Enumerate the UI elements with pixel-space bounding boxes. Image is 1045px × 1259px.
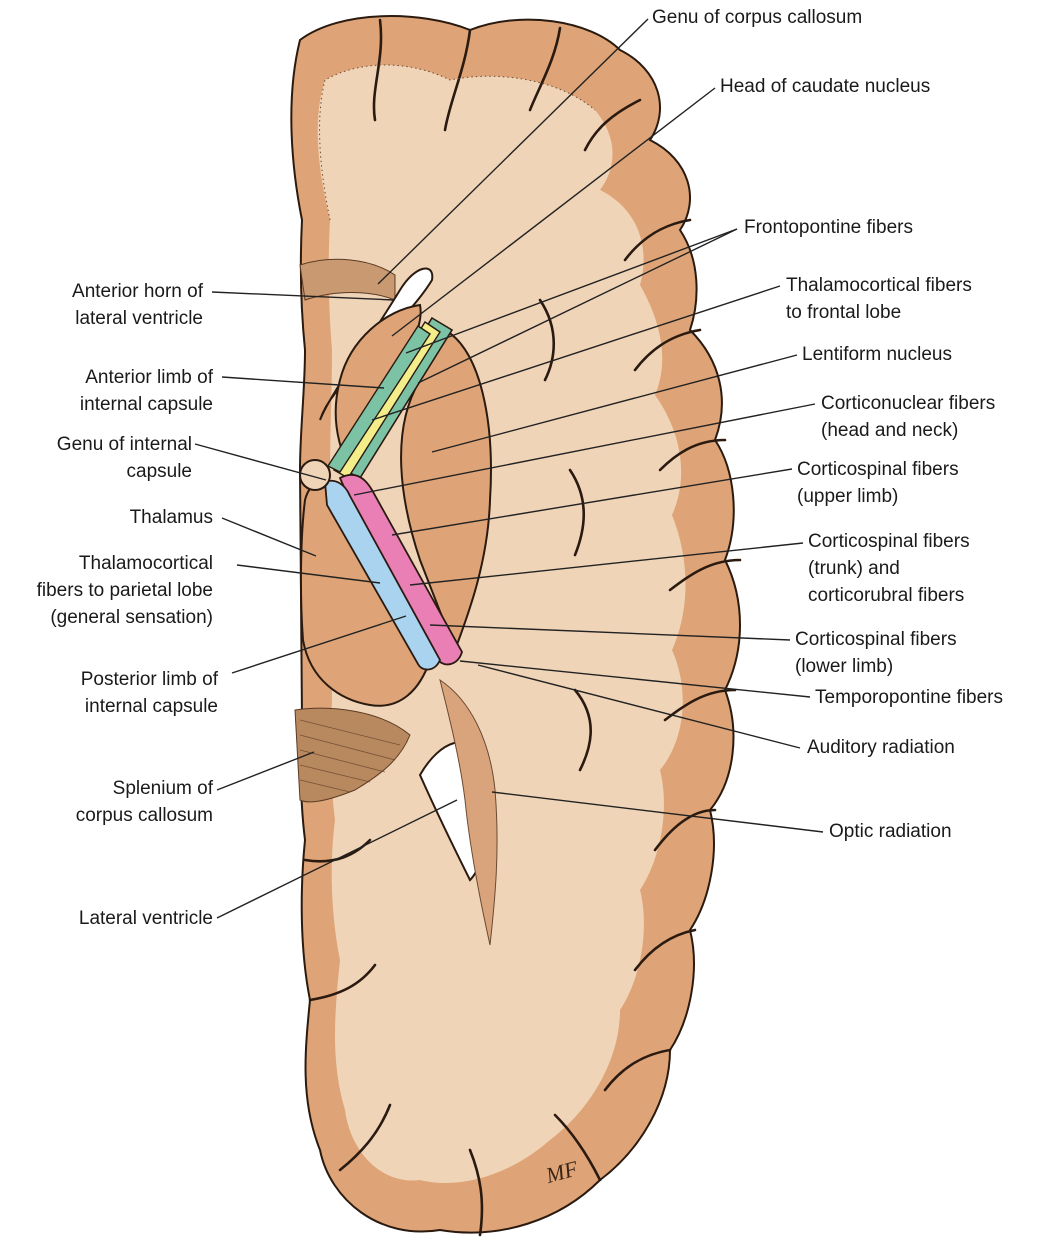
optic-radiation-shape bbox=[439, 678, 498, 946]
label-head-caudate: Head of caudate nucleus bbox=[720, 76, 931, 97]
label-frontopontine: Frontopontine fibers bbox=[744, 217, 913, 238]
label-corticonuclear: Corticonuclear fibers (head and neck) bbox=[821, 393, 996, 441]
label-anterior-horn: Anterior horn of lateral ventricle bbox=[72, 281, 203, 329]
label-posterior-limb: Posterior limb of internal capsule bbox=[80, 669, 218, 717]
splenium-shape bbox=[294, 707, 411, 803]
label-temporopontine: Temporopontine fibers bbox=[815, 687, 1003, 708]
label-genu-internal-capsule: Genu of internal capsule bbox=[56, 434, 192, 482]
genu-corpus-callosum-shape bbox=[299, 258, 396, 301]
thalamocortical-blue-band bbox=[324, 479, 441, 671]
label-thalamus: Thalamus bbox=[129, 507, 213, 528]
splenium-hatching bbox=[299, 719, 401, 793]
label-corticospinal-upper: Corticospinal fibers (upper limb) bbox=[797, 459, 959, 507]
label-corticospinal-trunk: Corticospinal fibers (trunk) and cortico… bbox=[808, 531, 970, 606]
corticospinal-pink-band bbox=[338, 473, 463, 666]
lentiform-nucleus-shape bbox=[400, 328, 492, 653]
genu-internal-capsule-shape bbox=[299, 459, 331, 491]
leader-lines bbox=[194, 18, 824, 919]
sulci bbox=[303, 18, 742, 1237]
label-thalamocortical-frontal: Thalamocortical fibers to frontal lobe bbox=[786, 275, 972, 323]
label-lateral-ventricle: Lateral ventricle bbox=[78, 908, 213, 929]
label-thalamocortical-parietal: Thalamocortical fibers to parietal lobe … bbox=[36, 553, 213, 628]
label-auditory-radiation: Auditory radiation bbox=[807, 737, 955, 758]
label-splenium: Splenium of corpus callosum bbox=[75, 778, 213, 826]
label-genu-corpus-callosum: Genu of corpus callosum bbox=[652, 7, 863, 28]
label-optic-radiation: Optic radiation bbox=[829, 821, 952, 842]
label-anterior-limb: Anterior limb of internal capsule bbox=[79, 367, 213, 415]
label-corticospinal-lower: Corticospinal fibers (lower limb) bbox=[795, 629, 957, 677]
label-lentiform: Lentiform nucleus bbox=[802, 344, 952, 365]
frontopontine-green-band-2 bbox=[326, 325, 431, 473]
